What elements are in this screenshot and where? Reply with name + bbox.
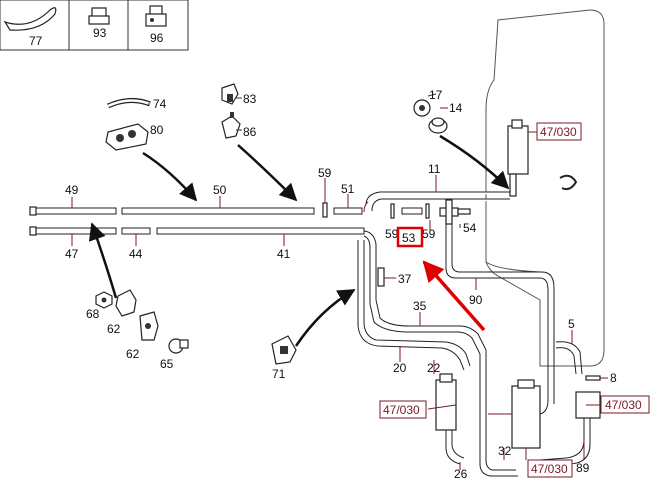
header-label-96: 96 [150,31,164,45]
part-label-41[interactable]: 41 [277,247,291,261]
ref-box-tank-sender[interactable]: 47/030 [536,122,582,141]
part-label-32[interactable]: 32 [498,444,512,458]
header-label-93: 93 [93,26,107,40]
fuel-tank [485,9,605,367]
clamp-block-icon [105,123,149,151]
double-clip-icon [145,5,167,27]
part-label-71[interactable]: 71 [272,367,286,381]
part-label-74[interactable]: 74 [153,97,167,111]
ref-box-filter[interactable]: 47/030 [379,400,427,419]
highlighted-part-53-label: 53 [402,231,416,245]
part-label-14[interactable]: 14 [449,101,463,115]
nut-icon [428,117,448,134]
clip-icon [88,7,110,25]
part-label-20[interactable]: 20 [393,361,407,375]
ref-box-pump[interactable]: 47/030 [527,459,573,478]
part-label-26[interactable]: 26 [454,467,468,481]
part-label-47[interactable]: 47 [65,247,79,261]
part-label-37[interactable]: 37 [398,272,412,286]
part-label-83[interactable]: 83 [243,92,257,106]
ref-box-right-unit[interactable]: 47/030 [600,395,650,414]
part-label-8[interactable]: 8 [610,371,617,385]
ref-box-right-unit-label: 47/030 [605,398,642,412]
highlighted-part-53[interactable]: 53 [396,226,424,248]
part-label-89[interactable]: 89 [576,461,590,475]
part-label-44[interactable]: 44 [129,247,143,261]
part-label-62-lower[interactable]: 62 [126,347,140,361]
part-label-35[interactable]: 35 [413,299,427,313]
connector-icon [221,112,241,139]
header-label-77: 77 [29,34,43,48]
ref-box-filter-label: 47/030 [383,403,420,417]
part-label-5[interactable]: 5 [568,317,575,331]
part-label-54[interactable]: 54 [463,221,477,235]
reference-boxes: 47/030 47/030 47/030 47/030 [379,122,650,478]
washer-icon [413,99,431,117]
part-label-59-top[interactable]: 59 [318,166,332,180]
ref-box-tank-sender-label: 47/030 [540,125,577,139]
part-label-59-left[interactable]: 59 [385,227,399,241]
part-label-80[interactable]: 80 [150,123,164,137]
part-label-22[interactable]: 22 [427,361,441,375]
part-label-51[interactable]: 51 [341,182,355,196]
hose-clip-icon [221,83,239,105]
part-label-50[interactable]: 50 [213,183,227,197]
part-label-68[interactable]: 68 [86,307,100,321]
part-label-17[interactable]: 17 [429,88,443,102]
part-labels: 74 80 83 86 17 14 11 49 50 59 51 47 44 4… [65,88,617,481]
part-label-86[interactable]: 86 [243,125,257,139]
ref-box-pump-label: 47/030 [531,462,568,476]
pipes [29,191,601,477]
callout-arrows [88,134,510,347]
part-label-65[interactable]: 65 [160,357,174,371]
header-cells: 77 93 96 [0,0,189,51]
part-label-62-upper[interactable]: 62 [107,322,121,336]
part-label-49[interactable]: 49 [65,183,79,197]
cable-tie-icon [3,7,57,31]
leader-lines [71,93,608,470]
highlight-arrow [422,260,486,332]
part-label-11[interactable]: 11 [428,162,441,176]
part-label-59-right[interactable]: 59 [422,227,436,241]
part-label-90[interactable]: 90 [469,293,483,307]
components [95,83,601,449]
